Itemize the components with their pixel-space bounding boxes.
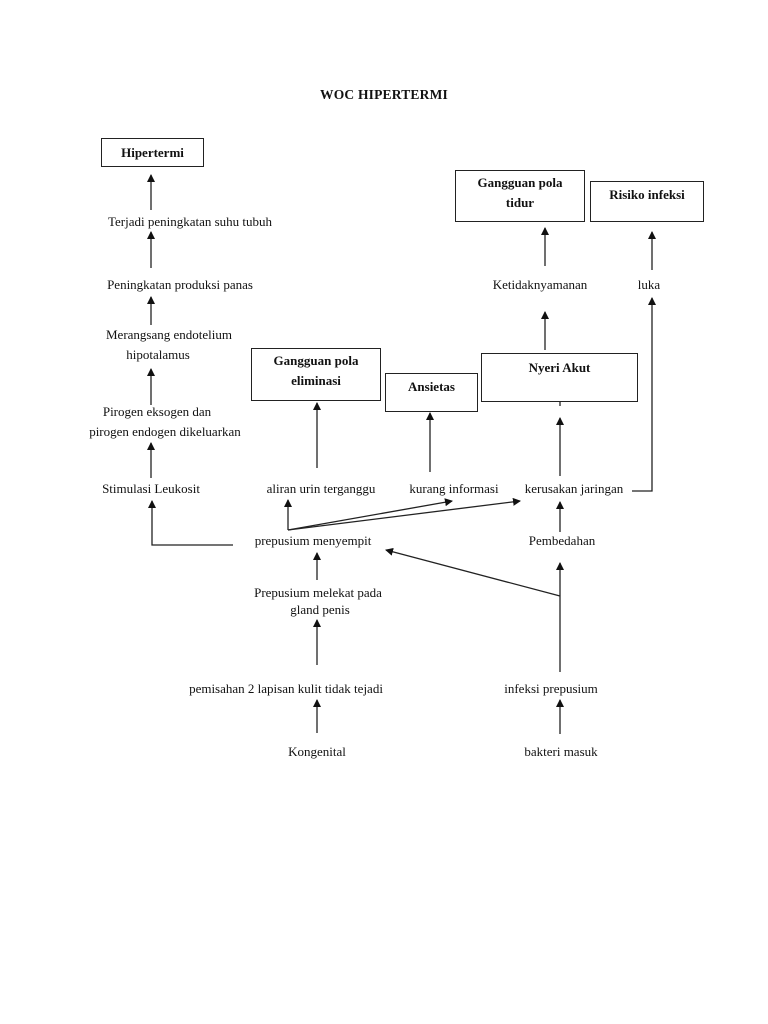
node-terjadi-peningkatan-suhu: Terjadi peningkatan suhu tubuh	[107, 214, 273, 229]
node-stimulasi-leukosit: Stimulasi Leukosit	[102, 481, 200, 496]
node-merangsang-endotelium-line1: Merangsang endotelium	[106, 327, 232, 342]
diagnosis-box-ansietas: Ansietas	[385, 373, 478, 412]
node-infeksi-prepusium: infeksi prepusium	[504, 681, 598, 696]
node-bakteri-masuk: bakteri masuk	[524, 744, 598, 759]
node-ketidaknyamanan: Ketidaknyamanan	[492, 277, 588, 292]
node-kurang-informasi: kurang informasi	[409, 481, 499, 496]
diagnosis-label-line1: Gangguan pola	[273, 353, 359, 368]
node-pembedahan: Pembedahan	[528, 533, 596, 548]
diagnosis-label-line2: eliminasi	[291, 373, 341, 388]
diagnosis-box-gangguan-pola-tidur: Gangguan pola tidur	[455, 170, 585, 222]
node-peningkatan-produksi-panas: Peningkatan produksi panas	[107, 277, 253, 292]
node-kongenital: Kongenital	[288, 744, 346, 759]
node-pirogen-line1: Pirogen eksogen dan	[102, 404, 212, 419]
node-prepusium-melekat-line2: gland penis	[290, 602, 350, 617]
diagnosis-label-line1: Gangguan pola	[477, 175, 563, 190]
arrow-infeksi-to-menyempit	[385, 547, 561, 597]
diagnosis-box-gangguan-pola-eliminasi: Gangguan pola eliminasi	[251, 348, 381, 401]
node-prepusium-melekat-line1: Prepusium melekat pada	[254, 585, 382, 600]
diagnosis-label: Risiko infeksi	[609, 187, 685, 202]
node-merangsang-endotelium-line2: hipotalamus	[126, 347, 190, 362]
node-prepusium-menyempit: prepusium menyempit	[254, 533, 372, 548]
diagnosis-label: Hipertermi	[121, 145, 184, 160]
arrow-menyempit-to-kurang-info	[287, 498, 453, 531]
node-kerusakan-jaringan: kerusakan jaringan	[524, 481, 624, 496]
node-aliran-urin-terganggu: aliran urin terganggu	[266, 481, 376, 496]
node-pirogen-line2: pirogen endogen dikeluarkan	[89, 424, 241, 439]
node-luka: luka	[637, 277, 661, 292]
diagnosis-box-risiko-infeksi: Risiko infeksi	[590, 181, 704, 222]
diagnosis-box-hipertermi: Hipertermi	[101, 138, 204, 167]
diagnosis-label: Nyeri Akut	[528, 360, 591, 375]
diagnosis-label-line2: tidur	[505, 195, 535, 210]
diagnosis-box-nyeri-akut: Nyeri Akut	[481, 353, 638, 402]
node-pemisahan-lapisan-kulit: pemisahan 2 lapisan kulit tidak tejadi	[189, 681, 383, 696]
arrow-menyempit-to-leukosit	[148, 500, 233, 546]
arrow-menyempit-to-kerusakan	[287, 497, 521, 531]
page-title: WOC HIPERTERMI	[320, 87, 448, 102]
diagnosis-label: Ansietas	[408, 379, 455, 394]
arrow-kerusakan-to-luka	[632, 297, 656, 492]
